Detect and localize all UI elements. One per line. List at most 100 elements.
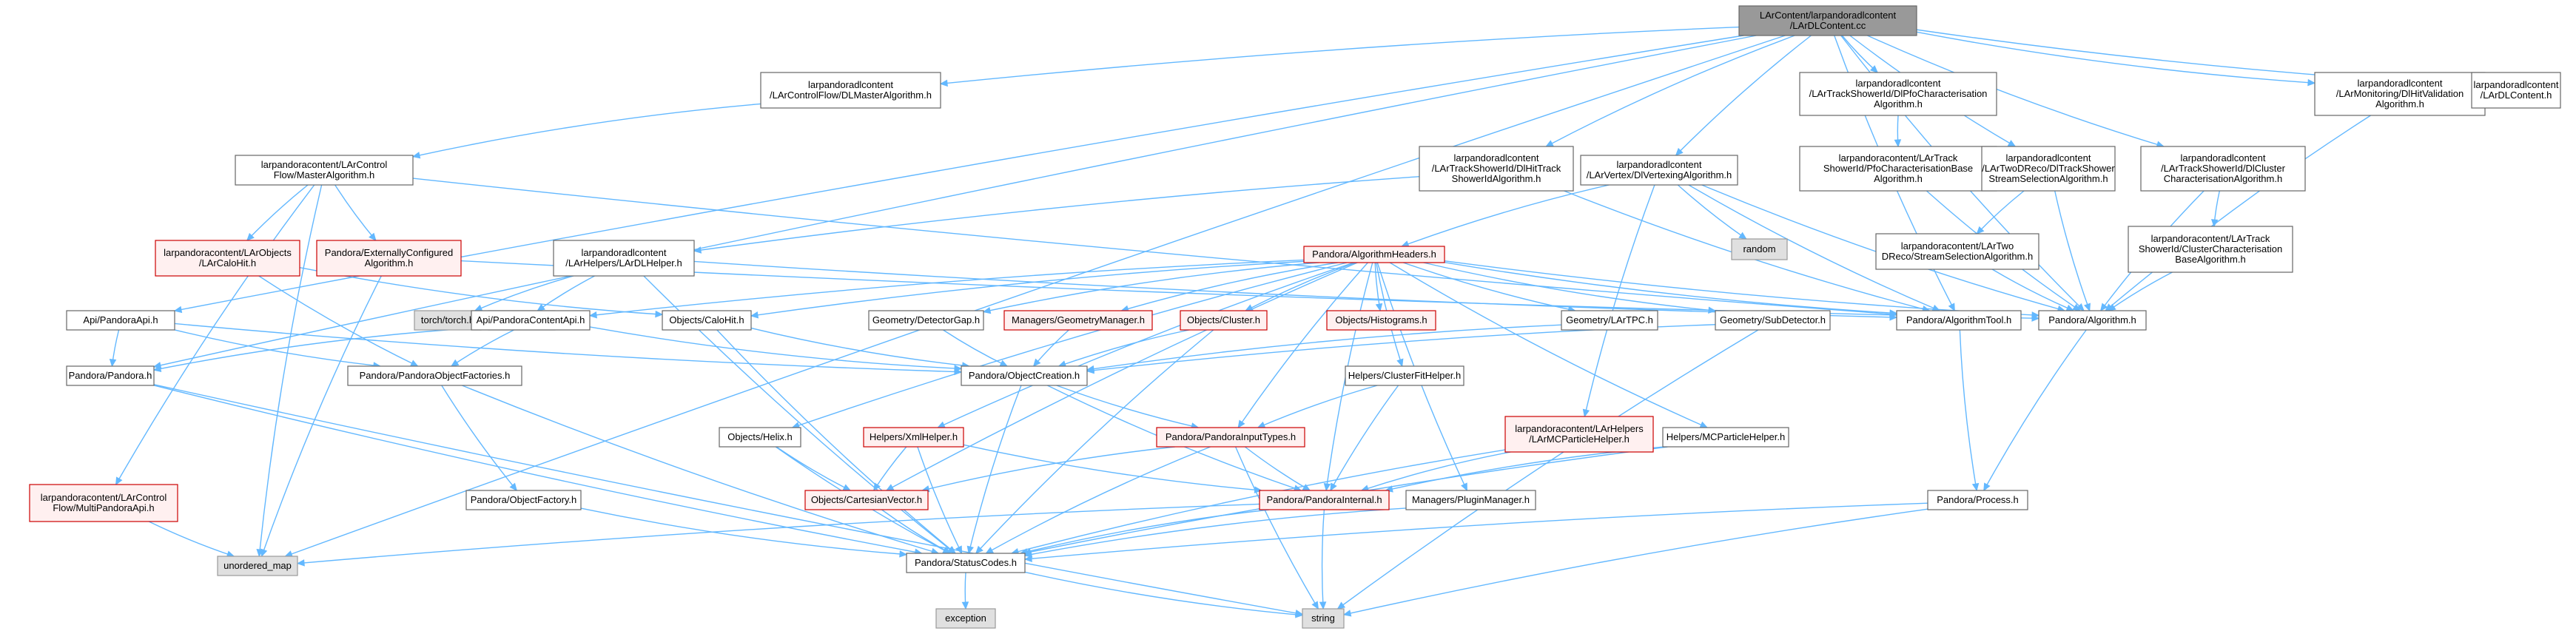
edge-objfactories-to-objfactory [441, 385, 517, 491]
node-label: Objects/Histograms.h [1335, 314, 1427, 325]
node-objcreation[interactable]: Pandora/ObjectCreation.h [961, 365, 1088, 386]
node-label: Pandora/ObjectCreation.h [969, 370, 1080, 381]
node-box [961, 365, 1088, 386]
node-box [471, 310, 591, 331]
node-cartvector[interactable]: Objects/CartesianVector.h [804, 490, 929, 510]
node-apipandoraapi[interactable]: Api/PandoraApi.h [66, 310, 175, 331]
node-dlvertex[interactable]: larpandoradlcontent/LArVertex/DlVertexin… [1580, 155, 1738, 186]
node-objhelix[interactable]: Objects/Helix.h [719, 427, 801, 448]
node-larcalohit[interactable]: larpandoracontent/LArObjects/LArCaloHit.… [155, 240, 300, 277]
node-label: Algorithm.h [2375, 98, 2424, 109]
node-dlhelper[interactable]: larpandoradlcontent/LArHelpers/LArDLHelp… [553, 240, 695, 277]
node-box [66, 365, 155, 386]
edge-alghdrs-to-objcluster [1245, 262, 1356, 311]
node-box [2314, 72, 2486, 116]
node-label: Algorithm.h [1874, 98, 1923, 109]
node-label: larpandoracontent/LArTrack [2151, 233, 2270, 244]
node-mastalg[interactable]: larpandoracontent/LArControlFlow/MasterA… [235, 155, 414, 186]
edge-pinternal-to-unordered [296, 503, 1260, 567]
node-box [217, 556, 298, 576]
node-pfochar[interactable]: larpandoradlcontent/LArTrackShowerId/DlP… [1799, 72, 1997, 116]
node-box [155, 240, 300, 277]
edge-dlvertex-to-alghdrs [1400, 184, 1610, 248]
edge-process-to-statuscodes [1023, 502, 1928, 562]
node-algorithm[interactable]: Pandora/Algorithm.h [2038, 310, 2147, 331]
node-pfocharbase[interactable]: larpandoracontent/LArTrackShowerId/PfoCh… [1799, 146, 1997, 192]
node-label: random [1743, 243, 1775, 254]
node-streamsel[interactable]: larpandoracontent/LArTwoDReco/StreamSele… [1875, 233, 2039, 270]
node-objcluster[interactable]: Objects/Cluster.h [1180, 310, 1268, 331]
edge-alghdrs-to-algtool [1444, 262, 1898, 317]
node-label: Pandora/ExternallyConfigured [325, 247, 453, 258]
node-clustercharbase[interactable]: larpandoracontent/LArTrackShowerId/Clust… [2128, 226, 2293, 273]
edge-alghdrs-to-objcalohit [750, 260, 1305, 319]
node-box [1303, 246, 1445, 263]
edge-multiapi-to-unordered [148, 521, 235, 558]
edge-root-to-dlvertex [1675, 35, 1812, 156]
node-label: Algorithm.h [1874, 173, 1923, 184]
edge-pfochar-to-pfocharbase [1894, 115, 1902, 148]
node-box [2140, 146, 2306, 192]
edge-mastalg-to-extconf [334, 184, 377, 241]
node-clusterfit[interactable]: Helpers/ClusterFitHelper.h [1345, 365, 1464, 386]
node-geosubdet[interactable]: Geometry/SubDetector.h [1715, 310, 1831, 331]
node-geolartpc[interactable]: Geometry/LArTPC.h [1561, 310, 1658, 331]
node-label: Algorithm.h [365, 257, 414, 269]
node-label: Pandora/Process.h [1937, 494, 2019, 505]
node-dlhittrack[interactable]: larpandoradlcontent/LArTrackShowerId/DlH… [1419, 146, 1574, 192]
node-objfactories[interactable]: Pandora/PandoraObjectFactories.h [347, 365, 522, 386]
node-dltwod[interactable]: larpandoradlcontent/LArTwoDReco/DlTrackS… [1981, 146, 2116, 192]
node-apicontentapi[interactable]: Api/PandoraContentApi.h [471, 310, 591, 331]
node-box [1981, 146, 2116, 192]
node-pandora[interactable]: Pandora/Pandora.h [66, 365, 155, 386]
node-dlcontent[interactable]: larpandoradlcontent/LArDLContent.h [2471, 72, 2561, 109]
node-objhisto[interactable]: Objects/Histograms.h [1326, 310, 1436, 331]
edge-dlhittrack-to-dlhelper [693, 175, 1420, 254]
node-label: /LArDLContent.h [2481, 90, 2552, 101]
node-inputtypes[interactable]: Pandora/PandoraInputTypes.h [1156, 427, 1305, 448]
edge-mgrgeom-to-objcreation [1032, 329, 1069, 367]
edge-pinternal-to-string [1319, 509, 1327, 610]
node-multiapi[interactable]: larpandoracontent/LArControlFlow/MultiPa… [29, 484, 178, 522]
node-mcparthelper[interactable]: Helpers/MCParticleHelper.h [1662, 427, 1789, 448]
node-unordered[interactable]: unordered_map [217, 556, 298, 576]
node-mgrgeom[interactable]: Managers/GeometryManager.h [1003, 310, 1153, 331]
node-algtool[interactable]: Pandora/AlgorithmTool.h [1896, 310, 2022, 331]
node-larmcparticle[interactable]: larpandoracontent/LArHelpers/LArMCPartic… [1504, 416, 1654, 453]
node-torchtorch[interactable]: torch/torch.h [414, 310, 482, 331]
node-label: ShowerIdAlgorithm.h [1452, 173, 1541, 184]
edge-dlvertex-to-larmcparticle [1582, 184, 1655, 418]
node-alghdrs[interactable]: Pandora/AlgorithmHeaders.h [1303, 246, 1445, 263]
edge-objcreation-to-statuscodes [966, 385, 1022, 555]
node-statuscodes[interactable]: Pandora/StatusCodes.h [906, 553, 1026, 573]
node-label: /LArVertex/DlVertexingAlgorithm.h [1587, 169, 1732, 180]
edge-apicontentapi-to-objfactories [450, 329, 514, 367]
node-box [1799, 72, 1997, 116]
node-dlcluster[interactable]: larpandoradlcontent/LArTrackShowerId/DlC… [2140, 146, 2306, 192]
node-objfactory[interactable]: Pandora/ObjectFactory.h [465, 490, 582, 510]
node-process[interactable]: Pandora/Process.h [1927, 490, 2028, 510]
node-box [1156, 427, 1305, 448]
node-dlmaster[interactable]: larpandoradlcontent/LArControlFlow/DLMas… [760, 72, 941, 109]
edge-plugin-to-statuscodes [1023, 507, 1407, 558]
node-xmlhelper[interactable]: Helpers/XmlHelper.h [863, 427, 964, 448]
node-root[interactable]: LArContent/larpandoradlcontent/LArDLCont… [1738, 5, 1917, 36]
node-label: Pandora/ObjectFactory.h [471, 494, 577, 505]
node-string[interactable]: string [1302, 608, 1345, 629]
edge-statuscodes-to-exception [961, 572, 969, 610]
node-label: Api/PandoraContentApi.h [477, 314, 585, 325]
node-random[interactable]: random [1731, 238, 1788, 260]
node-dlhitval[interactable]: larpandoradlcontent/LArMonitoring/DlHitV… [2314, 72, 2486, 116]
node-box [1180, 310, 1268, 331]
node-objcalohit[interactable]: Objects/CaloHit.h [662, 310, 752, 331]
node-pinternal[interactable]: Pandora/PandoraInternal.h [1259, 490, 1390, 510]
node-box [235, 155, 414, 186]
edge-objfactories-to-statuscodes [462, 385, 940, 555]
edge-alghdrs-to-apicontentapi [588, 259, 1305, 319]
edge-algorithm-to-process [1983, 329, 2087, 492]
node-label: Pandora/Pandora.h [69, 370, 152, 381]
node-plugin[interactable]: Managers/PluginManager.h [1405, 490, 1536, 510]
node-geodetgap[interactable]: Geometry/DetectorGap.h [868, 310, 984, 331]
node-exception[interactable]: exception [935, 608, 996, 629]
